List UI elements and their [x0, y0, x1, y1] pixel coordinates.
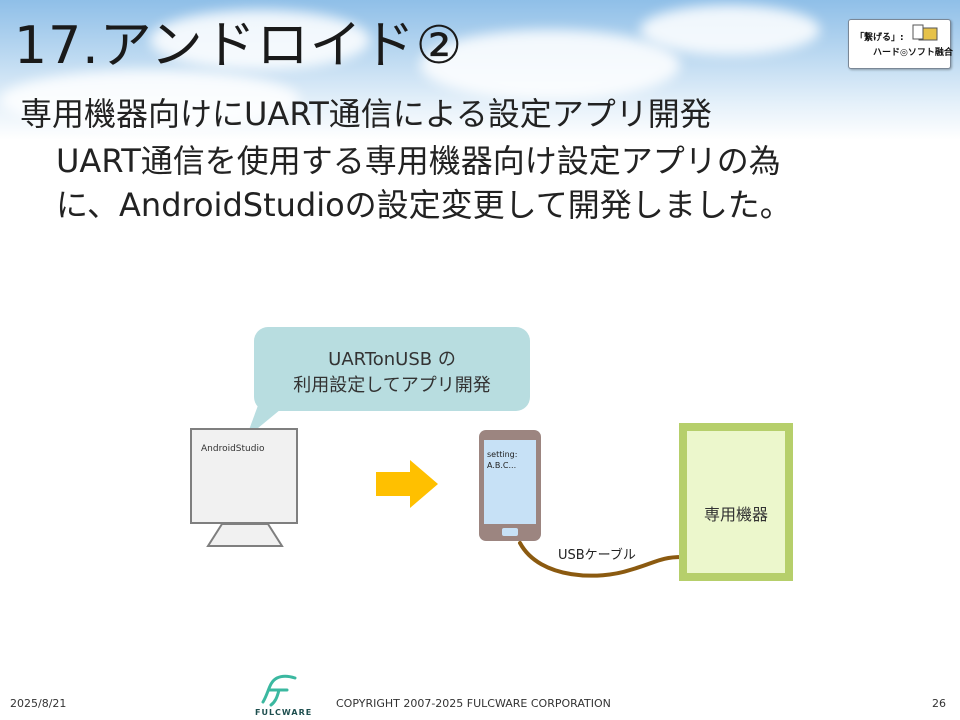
monitor-stand-icon — [206, 524, 284, 547]
right-arrow-icon — [376, 460, 438, 508]
monitor-label: AndroidStudio — [201, 444, 265, 454]
footer-date: 2025/8/21 — [10, 697, 67, 710]
fulcware-logo-icon — [261, 674, 297, 707]
bubble-text-line2: 利用設定してアプリ開発 — [293, 375, 491, 396]
monitor-screen: AndroidStudio — [190, 428, 298, 524]
bullet-text: 専用機器向けにUART通信による設定アプリ開発 — [20, 95, 712, 133]
cloud-decoration — [640, 5, 820, 55]
company-logo: FULCWARE — [255, 672, 313, 718]
cloud-decoration — [150, 10, 370, 70]
bubble-text-line1: UARTonUSB の — [328, 349, 456, 370]
company-logo-text: FULCWARE — [255, 708, 313, 717]
footer-copyright: COPYRIGHT 2007-2025 FULCWARE CORPORATION — [336, 697, 611, 710]
logo-text-line1: 「繋げる」: — [855, 33, 904, 43]
cloud-decoration — [420, 30, 680, 100]
usb-cable — [518, 541, 684, 578]
cable-label: USBケーブル — [558, 548, 636, 563]
smartphone: setting: A.B.C... — [479, 430, 541, 541]
sub-text-line2: に、AndroidStudioの設定変更して開発しました。 — [56, 186, 792, 224]
device-label: 専用機器 — [703, 505, 768, 524]
device-panel: 専用機器 — [687, 431, 785, 573]
footer-page-number: 26 — [932, 697, 946, 710]
slide-title: 17.アンドロイド② — [14, 16, 464, 76]
dedicated-device: 専用機器 — [679, 423, 793, 581]
logo-text-line2: ハード◎ソフト融合 — [873, 48, 953, 58]
phone-screen: setting: A.B.C... — [484, 440, 536, 524]
speech-bubble: UARTonUSB の 利用設定してアプリ開発 — [254, 327, 530, 411]
header-logo: 「繋げる」: ハード◎ソフト融合 — [848, 19, 953, 69]
phone-home-button — [502, 528, 518, 536]
phone-text-line2: A.B.C... — [487, 461, 517, 470]
phone-text-line1: setting: — [487, 450, 518, 459]
sub-text-line1: UART通信を使用する専用機器向け設定アプリの為 — [56, 142, 781, 180]
cloud-decoration — [0, 70, 300, 130]
sky-header-background — [0, 0, 960, 140]
chip-icon — [912, 24, 938, 41]
